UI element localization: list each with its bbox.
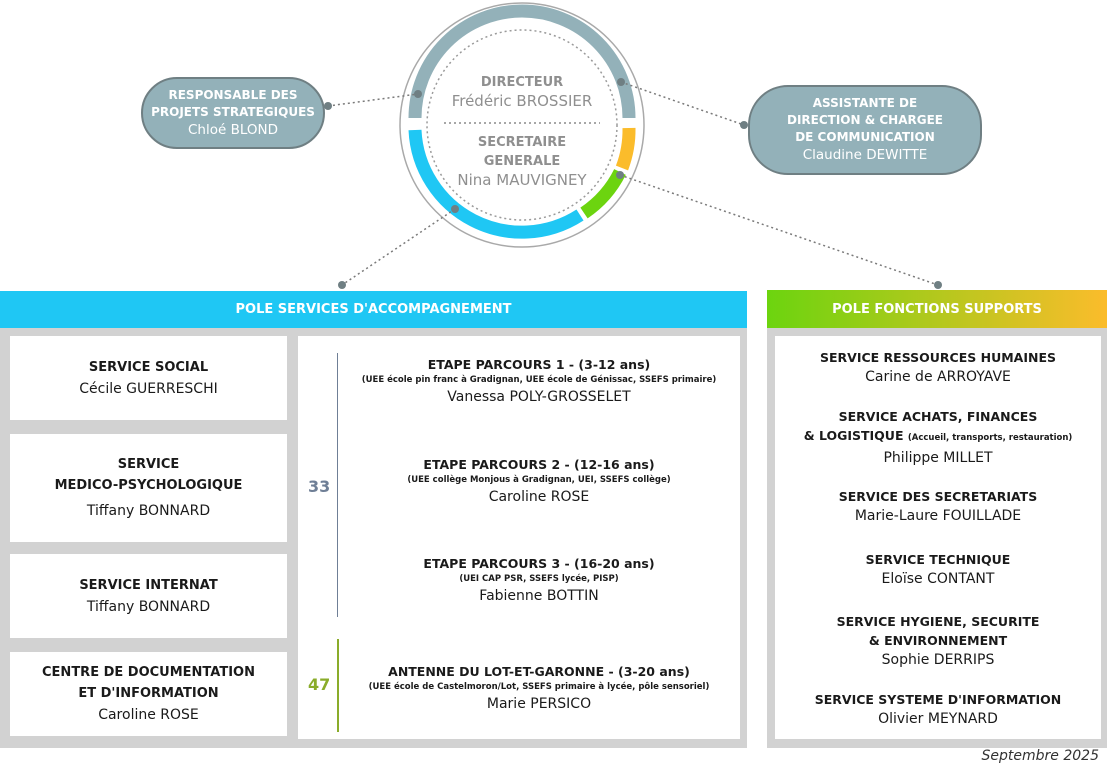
count-47: 47: [308, 675, 331, 694]
support-title-2-sub: (Accueil, transports, restauration): [907, 433, 1073, 443]
step-2: ETAPE PARCOURS 2 - (12-16 ans) (UEE coll…: [338, 456, 740, 507]
step-title: ETAPE PARCOURS 1 - (3-12 ans): [427, 357, 651, 372]
ring-director-arc: [408, 4, 636, 119]
supports-panel: SERVICE RESSOURCES HUMAINES Carine de AR…: [775, 336, 1101, 739]
secretary-title-line2: GENERALE: [483, 154, 561, 169]
ring-inner-dotted: [426, 29, 618, 221]
support-title: SERVICE TECHNIQUE: [865, 552, 1011, 567]
pole-supports-header: POLE FONCTIONS SUPPORTS: [767, 290, 1107, 328]
ring-orange-arc: [615, 127, 636, 171]
support-technique: SERVICE TECHNIQUE Eloïse CONTANT: [775, 550, 1101, 589]
connector-dot: [617, 78, 625, 86]
support-person: Eloïse CONTANT: [881, 571, 995, 587]
connector-dot: [934, 281, 942, 289]
step-sub: (UEE école pin franc à Gradignan, UEE éc…: [361, 375, 717, 385]
support-hygiene: SERVICE HYGIENE, SECURITE & ENVIRONNEMEN…: [775, 612, 1101, 670]
connector-right-pill: [620, 81, 745, 126]
service-documentation: CENTRE DE DOCUMENTATION ET D'INFORMATION…: [10, 652, 287, 736]
pill-assistant-title-1: ASSISTANTE DE: [812, 96, 918, 110]
service-person: Tiffany BONNARD: [86, 598, 211, 615]
step-1: ETAPE PARCOURS 1 - (3-12 ans) (UEE école…: [338, 356, 740, 407]
ring-blue-arc: [408, 129, 584, 239]
secretary-block: SECRETAIRE GENERALE Nina MAUVIGNEY: [430, 133, 614, 190]
count-33: 33: [308, 477, 331, 496]
step-sub: (UEE collège Monjous à Gradignan, UEI, S…: [407, 475, 671, 485]
support-achats: SERVICE ACHATS, FINANCES & LOGISTIQUE (A…: [775, 407, 1101, 468]
support-secretariats: SERVICE DES SECRETARIATS Marie-Laure FOU…: [775, 487, 1101, 526]
support-title-2: & ENVIRONNEMENT: [868, 633, 1008, 648]
service-medico-psycho: SERVICE MEDICO-PSYCHOLOGIQUE Tiffany BON…: [10, 434, 287, 542]
pole-accompagnement-title: POLE SERVICES D'ACCOMPAGNEMENT: [235, 302, 512, 317]
connector-dot: [324, 102, 332, 110]
support-rh: SERVICE RESSOURCES HUMAINES Carine de AR…: [775, 348, 1101, 387]
pill-assistant-title-2: DIRECTION & CHARGEE: [786, 113, 943, 127]
service-social: SERVICE SOCIAL Cécile GUERRESCHI: [10, 336, 287, 420]
support-title: SERVICE DES SECRETARIATS: [838, 489, 1038, 504]
support-person: Sophie DERRIPS: [881, 652, 995, 668]
pill-strategic-name: Chloé BLOND: [187, 121, 278, 138]
support-title: SERVICE HYGIENE, SECURITE: [836, 614, 1040, 629]
service-person: Caroline ROSE: [98, 707, 199, 723]
secretary-name: Nina MAUVIGNEY: [457, 171, 587, 189]
step-title: ANTENNE DU LOT-ET-GARONNE - (3-20 ans): [388, 664, 690, 679]
pill-assistant: ASSISTANTE DE DIRECTION & CHARGEE DE COM…: [748, 85, 982, 175]
service-title: CENTRE DE DOCUMENTATION: [42, 665, 255, 680]
connector-dot: [740, 121, 748, 129]
step-person: Fabienne BOTTIN: [479, 588, 599, 604]
step-3: ETAPE PARCOURS 3 - (16-20 ans) (UEI CAP …: [338, 555, 740, 606]
step-person: Vanessa POLY-GROSSELET: [447, 389, 631, 405]
pill-strategic-projects: RESPONSABLE DES PROJETS STRATEGIQUES Chl…: [141, 77, 325, 149]
pill-assistant-title-3: DE COMMUNICATION: [795, 130, 935, 144]
pole-supports-title: POLE FONCTIONS SUPPORTS: [832, 301, 1042, 317]
service-title-2: MEDICO-PSYCHOLOGIQUE: [54, 478, 243, 493]
director-name: Frédéric BROSSIER: [451, 92, 593, 110]
support-title: SERVICE RESSOURCES HUMAINES: [819, 350, 1056, 365]
steps-panel: 33 47 ETAPE PARCOURS 1 - (3-12 ans) (UEE…: [298, 336, 740, 739]
service-internat: SERVICE INTERNAT Tiffany BONNARD: [10, 554, 287, 638]
connector-dot: [338, 281, 346, 289]
pill-strategic-title-1: RESPONSABLE DES: [168, 87, 298, 102]
step-title: ETAPE PARCOURS 2 - (12-16 ans): [423, 457, 655, 472]
support-person: Philippe MILLET: [883, 450, 993, 466]
connector-pole-accompagnement: [341, 208, 456, 286]
step-antenne: ANTENNE DU LOT-ET-GARONNE - (3-20 ans) (…: [338, 663, 740, 714]
pole-accompagnement-header: POLE SERVICES D'ACCOMPAGNEMENT: [0, 291, 747, 328]
support-title-2-main: & LOGISTIQUE: [803, 428, 904, 443]
director-title: DIRECTEUR: [480, 75, 564, 90]
divider-33: [337, 353, 338, 617]
service-person: Cécile GUERRESCHI: [79, 380, 218, 397]
service-title: SERVICE INTERNAT: [79, 577, 218, 593]
support-title: SERVICE SYSTEME D'INFORMATION: [814, 692, 1062, 707]
service-title: SERVICE: [117, 457, 180, 472]
pill-assistant-name: Claudine DEWITTE: [802, 147, 928, 163]
service-title: SERVICE SOCIAL: [88, 359, 209, 375]
support-si: SERVICE SYSTEME D'INFORMATION Olivier ME…: [775, 690, 1101, 729]
director-block: DIRECTEUR Frédéric BROSSIER: [430, 73, 614, 111]
connector-pole-supports: [619, 174, 939, 286]
connector-left-pill: [327, 93, 419, 107]
footer-date: Septembre 2025: [981, 748, 1099, 764]
step-title: ETAPE PARCOURS 3 - (16-20 ans): [423, 556, 655, 571]
support-person: Olivier MEYNARD: [878, 711, 998, 727]
step-person: Marie PERSICO: [486, 696, 592, 712]
support-person: Marie-Laure FOUILLADE: [854, 508, 1022, 524]
service-title-2: ET D'INFORMATION: [78, 686, 219, 701]
ring-outline: [399, 2, 645, 248]
pill-strategic-title-2: PROJETS STRATEGIQUES: [151, 104, 315, 119]
step-sub: (UEI CAP PSR, SSEFS lycée, PISP): [459, 574, 619, 584]
support-title-2: & LOGISTIQUE (Accueil, transports, resta…: [775, 426, 1101, 448]
divider-47: [337, 639, 339, 732]
connector-dot: [451, 205, 459, 213]
connector-dot: [414, 90, 422, 98]
connector-dot: [616, 171, 624, 179]
support-title: SERVICE ACHATS, FINANCES: [838, 409, 1038, 424]
step-sub: (UEE école de Castelmoron/Lot, SSEFS pri…: [368, 682, 710, 692]
support-person: Carine de ARROYAVE: [865, 369, 1011, 385]
service-person: Tiffany BONNARD: [86, 503, 211, 519]
step-person: Caroline ROSE: [488, 489, 590, 505]
secretary-title-line1: SECRETAIRE: [477, 135, 567, 150]
